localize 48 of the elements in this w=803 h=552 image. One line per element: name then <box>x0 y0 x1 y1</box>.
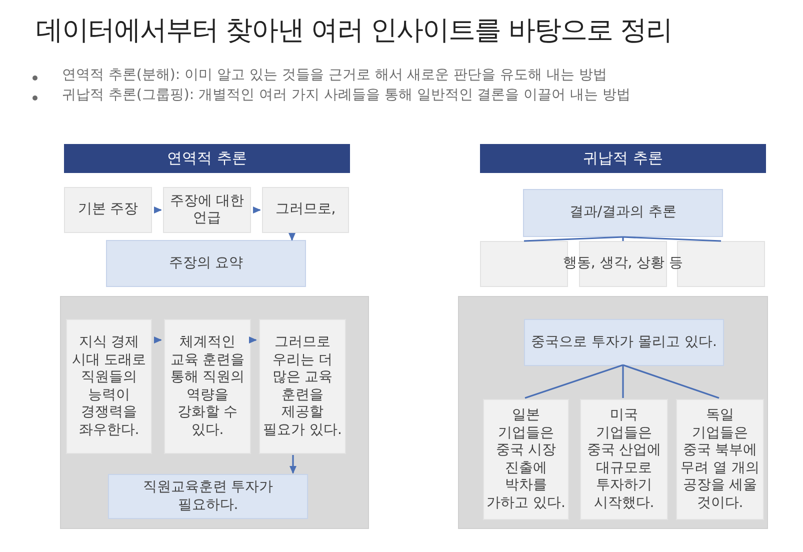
process-box <box>483 399 569 520</box>
box-text: 그러므로 우리는 더 많은 교육 훈련을 제공할 필요가 있다. <box>262 334 343 439</box>
summary-box <box>106 240 306 287</box>
connector-line <box>622 236 722 242</box>
process-box <box>164 319 251 454</box>
box-text: 행동, 생각, 상황 등 <box>562 255 684 273</box>
process-box <box>580 399 668 520</box>
bullet-text: 귀납적 추론(그룹핑): 개별적인 여러 가지 사례들을 통해 일반적인 결론을 이끌어 내는 방법 <box>62 86 631 104</box>
section-header <box>480 144 766 173</box>
box-text: 체계적인 교육 훈련을 통해 직원의 역량을 강화할 수 있다. <box>169 334 246 439</box>
box-text: 지식 경제 시대 도래로 직원들의 능력이 경쟁력을 좌우한다. <box>70 334 148 439</box>
box-text: 결과/결과의 추론 <box>568 204 678 222</box>
box-text: 연역적 추론 <box>166 149 248 168</box>
box-text: 귀납적 추론 <box>582 149 664 168</box>
box-text: 일본 기업들은 중국 시장 진출에 박차를 가하고 있다. <box>486 407 566 512</box>
process-box <box>259 319 346 454</box>
summary-box <box>108 474 308 519</box>
process-box <box>64 187 152 233</box>
title: 데이터에서부터 찾아낸 여러 인사이트를 바탕으로 정리 <box>36 14 672 48</box>
box-text: 독일 기업들은 중국 북부에 무려 열 개의 공장을 세울 것이다. <box>680 407 760 512</box>
connector-line <box>622 237 624 241</box>
arrow <box>154 336 162 344</box>
summary-box <box>524 319 724 366</box>
box-text: 기본 주장 <box>76 201 140 219</box>
arrow <box>154 206 162 214</box>
process-box <box>163 187 251 233</box>
connector-line <box>524 364 624 399</box>
bullet-text: 연역적 추론(분해): 이미 알고 있는 것들을 근거로 해서 새로운 판단을 유도해 내는 방법 <box>62 66 608 84</box>
group-panel <box>458 296 768 529</box>
connector-line <box>622 365 624 398</box>
process-box <box>262 187 349 233</box>
connector-line <box>622 364 720 399</box>
summary-box <box>523 189 723 237</box>
box-text: 주장에 대한 언급 <box>168 192 246 228</box>
section-header <box>64 144 350 173</box>
box-text: 미국 기업들은 중국 산업에 대규모로 투자하기 시작했다. <box>586 407 662 512</box>
process-box <box>676 399 764 520</box>
arrow <box>253 206 261 214</box>
box-text: 주장의 요약 <box>168 254 244 272</box>
box-text: 그러므로, <box>274 201 337 219</box>
box-text: 직원교육훈련 투자가 필요하다. <box>142 479 274 514</box>
box-text: 중국으로 투자가 몰리고 있다. <box>530 334 718 352</box>
arrow <box>249 336 257 344</box>
arrow <box>288 233 296 241</box>
process-box <box>66 319 152 454</box>
group-panel <box>60 296 369 529</box>
connector-line <box>524 236 624 242</box>
arrow <box>290 455 296 474</box>
